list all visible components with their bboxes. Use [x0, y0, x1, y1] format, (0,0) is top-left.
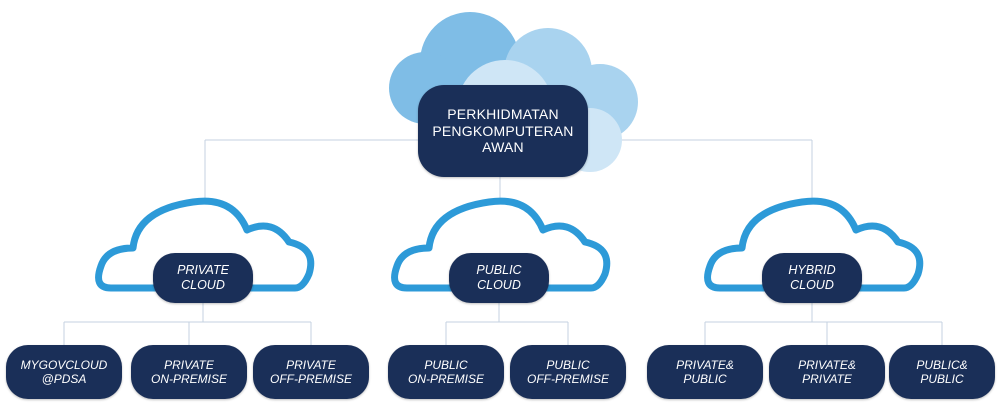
- leaf-label-line-1: PUBLIC&: [916, 357, 968, 372]
- leaf-label-line-2: OFF-PREMISE: [269, 372, 352, 386]
- cloud-outline-icon: [704, 197, 924, 292]
- leaf-node-mygovcloud: MYGOVCLOUD @PDSA: [6, 345, 122, 399]
- leaf-label-line-1: PRIVATE&: [676, 357, 734, 372]
- leaf-node-private-on-premise: PRIVATE ON-PREMISE: [131, 345, 247, 399]
- leaf-node-public-off-premise: PUBLIC OFF-PREMISE: [510, 345, 626, 399]
- category-label-line-2: CLOUD: [477, 278, 521, 292]
- leaf-label-line-1: PUBLIC: [546, 357, 590, 372]
- leaf-node-public-public: PUBLIC& PUBLIC: [889, 345, 995, 399]
- root-node: PERKHIDMATAN PENGKOMPUTERAN AWAN: [418, 85, 588, 177]
- leaf-node-private-private: PRIVATE& PRIVATE: [769, 345, 885, 399]
- category-label-line-2: CLOUD: [181, 278, 225, 292]
- cloud-outline-icon: [391, 197, 611, 292]
- category-label-line-1: HYBRID: [788, 263, 836, 277]
- leaf-label-line-2: ON-PREMISE: [150, 372, 227, 386]
- category-node-hybrid-cloud: HYBRID CLOUD: [762, 253, 862, 303]
- cloud-outline-icon: [95, 197, 315, 292]
- category-label-line-1: PRIVATE: [177, 263, 229, 277]
- leaf-label-line-2: @PDSA: [41, 372, 87, 386]
- leaf-label-line-1: PRIVATE: [164, 357, 214, 372]
- leaf-label-line-2: ON-PREMISE: [407, 372, 484, 386]
- leaf-label-line-2: PUBLIC: [683, 372, 727, 386]
- category-label-line-2: CLOUD: [790, 278, 834, 292]
- leaf-node-public-on-premise: PUBLIC ON-PREMISE: [388, 345, 504, 399]
- leaf-label-line-1: PRIVATE&: [798, 357, 856, 372]
- root-line-2: PENGKOMPUTERAN: [432, 122, 574, 139]
- leaf-label-line-1: PUBLIC: [424, 357, 468, 372]
- leaf-label-line-1: MYGOVCLOUD: [20, 357, 108, 372]
- leaf-label-line-1: PRIVATE: [286, 357, 336, 372]
- root-line-3: AWAN: [482, 139, 524, 156]
- leaf-label-line-2: PRIVATE: [802, 372, 852, 386]
- leaf-node-private-off-premise: PRIVATE OFF-PREMISE: [253, 345, 369, 399]
- root-line-1: PERKHIDMATAN: [447, 105, 559, 122]
- category-label-line-1: PUBLIC: [476, 263, 522, 277]
- leaf-node-private-public: PRIVATE& PUBLIC: [647, 345, 763, 399]
- leaf-label-line-2: OFF-PREMISE: [526, 372, 609, 386]
- leaf-label-line-2: PUBLIC: [920, 372, 964, 386]
- category-node-public-cloud: PUBLIC CLOUD: [449, 253, 549, 303]
- category-node-private-cloud: PRIVATE CLOUD: [153, 253, 253, 303]
